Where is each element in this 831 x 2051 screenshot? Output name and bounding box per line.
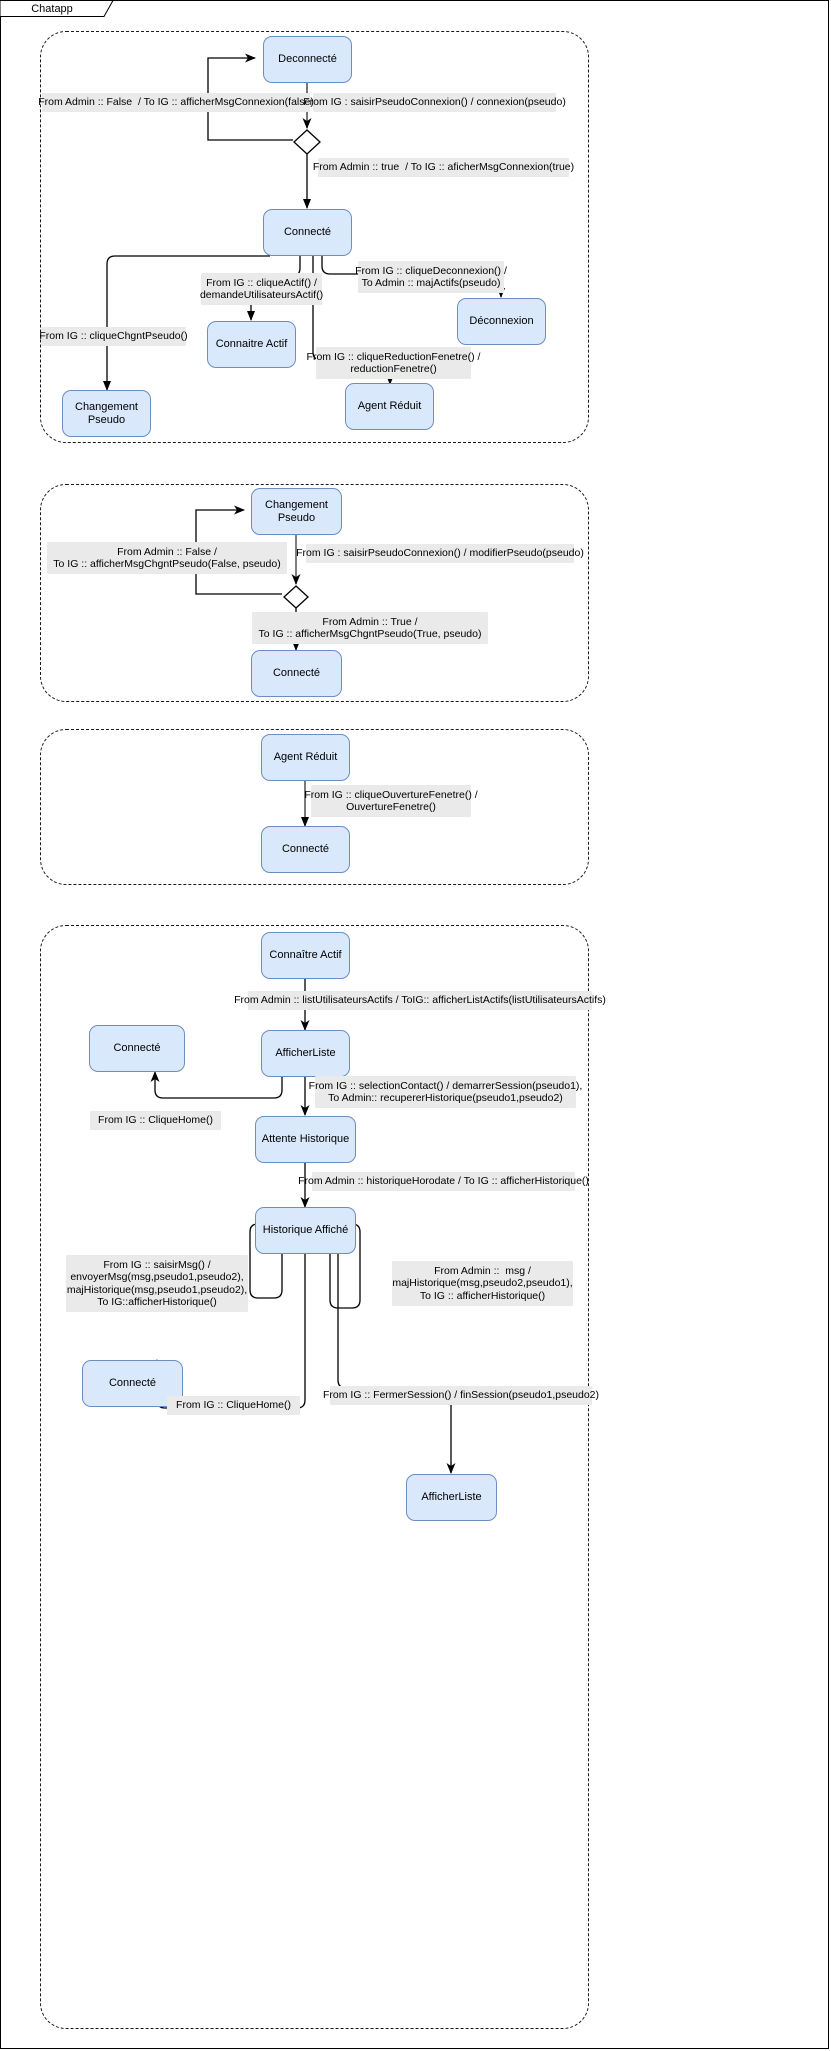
- edge-label-cp-false: From Admin :: False / To IG :: afficherM…: [47, 542, 287, 574]
- node-h-connecte-1[interactable]: Connecté: [89, 1025, 185, 1072]
- node-cp-changement-pseudo[interactable]: Changement Pseudo: [251, 488, 342, 535]
- edge-label-h-cliquehome-2: From IG :: CliqueHome(): [167, 1396, 300, 1415]
- edge-label-h-msg: From Admin :: msg / majHistorique(msg,ps…: [392, 1261, 573, 1306]
- region-agent-reduit: [40, 729, 589, 885]
- window-tab[interactable]: Chatapp: [0, 0, 120, 17]
- edge-label-reduction-fenetre: From IG :: cliqueReductionFenetre() / re…: [307, 347, 480, 379]
- edge-label-h-listactifs: From Admin :: listUtilisateursActifs / T…: [234, 991, 606, 1010]
- edge-label-cp-saisir: From IG : saisirPseudoConnexion() / modi…: [296, 544, 584, 563]
- node-connecte[interactable]: Connecté: [263, 209, 352, 256]
- edge-label-h-saisirmsg: From IG :: saisirMsg() / envoyerMsg(msg,…: [66, 1255, 248, 1312]
- edge-label-clique-chgnt-pseudo: From IG :: cliqueChgntPseudo(): [39, 327, 188, 346]
- node-h-afficherliste-2[interactable]: AfficherListe: [406, 1474, 497, 1521]
- edge-label-h-fermersession: From IG :: FermerSession() / finSession(…: [323, 1386, 599, 1405]
- node-deconnexion[interactable]: Déconnexion: [457, 298, 546, 345]
- node-h-connecte-2[interactable]: Connecté: [82, 1360, 183, 1407]
- node-ar-agent-reduit[interactable]: Agent Réduit: [261, 734, 350, 781]
- region-connexion: [40, 31, 589, 443]
- edge-label-admin-true: From Admin :: true / To IG :: aficherMsg…: [313, 158, 574, 177]
- edge-label-h-horodate: From Admin :: historiqueHorodate / To IG…: [298, 1172, 589, 1191]
- edge-label-cp-true: From Admin :: True / To IG :: afficherMs…: [252, 612, 488, 644]
- node-ar-connecte[interactable]: Connecté: [261, 826, 350, 873]
- node-h-connaitre-actif[interactable]: Connaître Actif: [261, 932, 350, 979]
- region-changement-pseudo: [40, 484, 589, 702]
- tab-shape-icon: [0, 0, 114, 17]
- node-h-attente-historique[interactable]: Attente Historique: [255, 1116, 356, 1163]
- node-connaitre-actif[interactable]: Connaitre Actif: [207, 321, 296, 368]
- node-agent-reduit[interactable]: Agent Réduit: [345, 383, 434, 430]
- edge-label-admin-false: From Admin :: False / To IG :: afficherM…: [38, 93, 314, 112]
- edge-label-h-cliquehome-1: From IG :: CliqueHome(): [90, 1111, 221, 1130]
- node-cp-connecte[interactable]: Connecté: [251, 650, 342, 697]
- window-tab-label: Chatapp: [31, 2, 73, 15]
- edge-label-ar-ouverture: From IG :: cliqueOuvertureFenetre() / Ou…: [304, 785, 478, 817]
- node-changement-pseudo[interactable]: Changement Pseudo: [62, 390, 151, 437]
- edge-label-clique-actif: From IG :: cliqueActif() / demandeUtilis…: [200, 273, 323, 305]
- region-historique: [40, 925, 589, 2029]
- edge-label-h-selection: From IG :: selectionContact() / demarrer…: [309, 1076, 582, 1108]
- node-h-afficherliste[interactable]: AfficherListe: [261, 1030, 350, 1077]
- node-h-historique-affiche[interactable]: Historique Affiché: [255, 1207, 356, 1254]
- edge-label-saisir-pseudo: From IG : saisirPseudoConnexion() / conn…: [303, 93, 566, 112]
- node-deconnecte[interactable]: Deconnecté: [263, 36, 352, 83]
- edge-label-clique-deconnexion: From IG :: cliqueDeconnexion() / To Admi…: [355, 261, 507, 293]
